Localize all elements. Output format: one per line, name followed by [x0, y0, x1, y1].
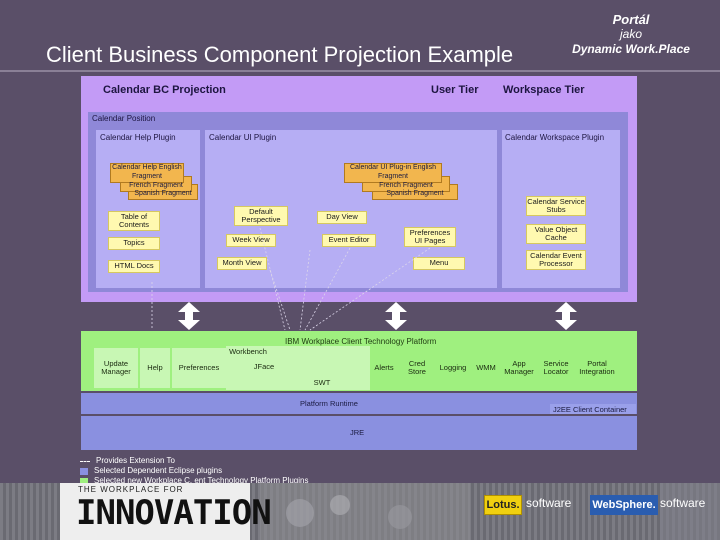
legend: Provides Extension To Selected Dependent…	[80, 456, 308, 486]
up-down-arrow-icon	[555, 302, 577, 330]
logging-cell: Logging	[436, 358, 470, 378]
preferences-cell: Preferences	[172, 358, 226, 378]
connector-line	[260, 228, 285, 330]
swt-label: SWT	[302, 378, 342, 388]
help-cell: Help	[140, 358, 170, 378]
service-locator-cell: Service Locator	[538, 358, 574, 378]
up-down-arrow-icon	[178, 302, 200, 330]
jre-label: JRE	[350, 428, 364, 437]
jface-label: JFace	[244, 362, 284, 372]
legend-row: Provides Extension To	[80, 456, 308, 466]
connector-line	[305, 248, 350, 330]
innovation-wordmark: INNOVATION	[76, 493, 271, 533]
legend-row: Selected Dependent Eclipse plugins	[80, 466, 308, 476]
workbench-label: Workbench	[228, 347, 268, 357]
lotus-software-label: software	[526, 496, 571, 510]
lotus-logo: Lotus.	[484, 495, 522, 515]
connector-line	[300, 250, 310, 330]
app-manager-cell: App Manager	[502, 358, 536, 378]
wmm-cell: WMM	[472, 358, 500, 378]
legend-extension-label: Provides Extension To	[96, 456, 175, 466]
websphere-software-label: software	[660, 496, 705, 510]
connector-line	[310, 248, 430, 330]
portal-integration-cell: Portal Integration	[576, 358, 618, 378]
update-manager-cell: Update Manager	[94, 358, 138, 378]
alerts-cell: Alerts	[370, 358, 398, 378]
legend-eclipse-label: Selected Dependent Eclipse plugins	[94, 466, 222, 476]
dashed-line-icon	[80, 461, 90, 462]
websphere-logo: WebSphere.	[590, 495, 658, 515]
cred-store-cell: Cred Store	[400, 358, 434, 378]
platform-title: IBM Workplace Client Technology Platform	[285, 337, 436, 346]
platform-runtime-label: Platform Runtime	[300, 399, 358, 408]
j2ee-label: J2EE Client Container	[553, 405, 627, 414]
up-down-arrow-icon	[385, 302, 407, 330]
connector-line	[270, 270, 290, 330]
blue-swatch-icon	[80, 468, 88, 475]
